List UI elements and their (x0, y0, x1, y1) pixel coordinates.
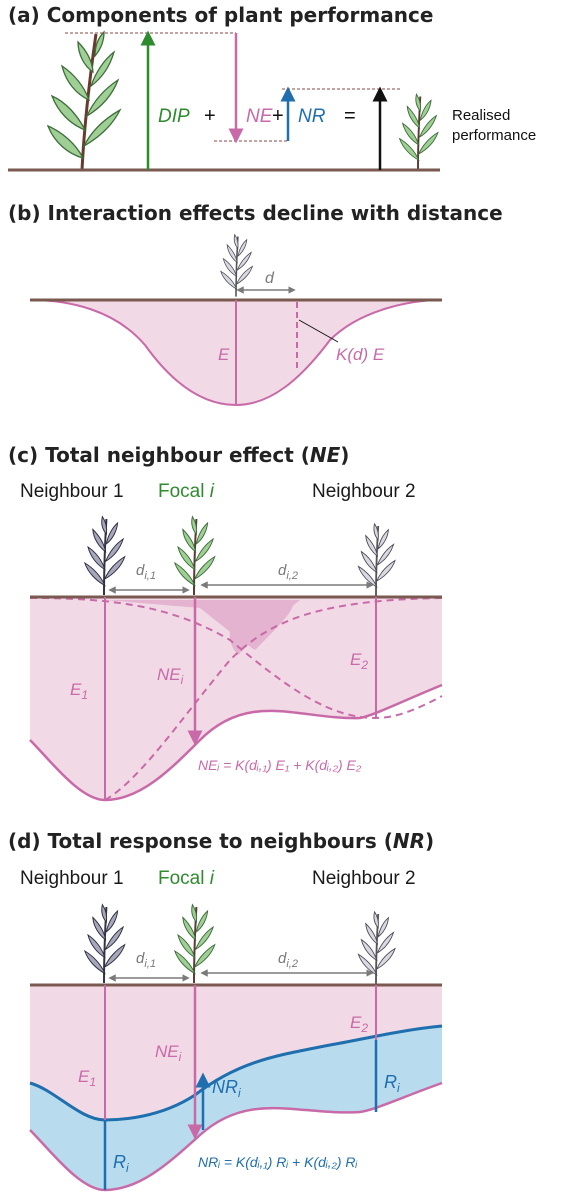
realised-label-line1: Realised (452, 107, 510, 124)
plus-sign-1: + (204, 105, 216, 127)
di1-label-c: di,1 (136, 562, 156, 582)
panel-c-title: (c) Total neighbour effect (NE) (8, 443, 349, 467)
panel-a-title: (a) Components of plant performance (8, 3, 433, 27)
neighbour-1-plant-icon-d (83, 903, 126, 985)
effect-area-d (30, 985, 442, 1120)
ne-i-label-d: NEi (155, 1042, 182, 1064)
neighbour-2-heading-d: Neighbour 2 (312, 868, 416, 889)
e1-label-d: E1 (78, 1067, 96, 1089)
nr-label: NR (298, 106, 326, 127)
plus-sign-2: + (272, 105, 284, 127)
nr-equation: NRᵢ = K(dᵢ,₁) Rᵢ + K(dᵢ,₂) Rᵢ (198, 1154, 358, 1170)
kd-label: K(d) E (336, 345, 385, 364)
kd-leader-line (298, 319, 339, 343)
di2-label-d: di,2 (278, 950, 298, 970)
small-focal-plant-icon (398, 93, 439, 170)
e2-label-d: E2 (350, 1013, 368, 1035)
overlap-effect-area-2 (229, 600, 300, 655)
dip-label: DIP (158, 106, 190, 127)
combined-effect-area (30, 597, 442, 800)
neighbour-1-heading-c: Neighbour 1 (20, 481, 124, 502)
panel-b-title: (b) Interaction effects decline with dis… (8, 201, 503, 225)
e-label: E (218, 345, 230, 364)
ne-i-label-c: NEi (157, 665, 184, 687)
focal-plant-icon-c (173, 515, 216, 597)
focal-heading-c: Focal i (158, 481, 215, 502)
neighbour1-kernel-dashed (104, 597, 443, 801)
equals-sign: = (344, 105, 356, 127)
e1-label: E1 (70, 680, 88, 702)
panel-a: (a) Components of plant performance DIP … (8, 3, 536, 172)
focal-heading-d: Focal i (158, 868, 215, 889)
emitter-plant-icon (219, 233, 254, 298)
neighbour-1-plant-icon-c (83, 515, 126, 597)
di1-label-d: di,1 (136, 950, 156, 970)
neighbour-2-heading-c: Neighbour 2 (312, 481, 416, 502)
panel-c: (c) Total neighbour effect (NE) Neighbou… (8, 443, 443, 802)
focal-plant-icon-d (173, 903, 216, 985)
r-left-label: Ri (113, 1152, 129, 1175)
tall-plant-icon (46, 30, 122, 170)
nr-i-label: NRi (212, 1077, 241, 1100)
ne-equation: NEᵢ = K(dᵢ,₁) E₁ + K(dᵢ,₂) E₂ (198, 757, 362, 773)
panel-d: (d) Total response to neighbours (NR) Ne… (8, 829, 443, 1192)
neighbour2-kernel-dashed (29, 597, 443, 720)
ne-label: NE (246, 106, 273, 127)
neighbour-1-heading-d: Neighbour 1 (20, 868, 124, 889)
r-right-label: Ri (384, 1072, 400, 1095)
panel-d-title: (d) Total response to neighbours (NR) (8, 829, 434, 853)
realised-label-line2: performance (452, 127, 536, 144)
e2-label-c: E2 (350, 650, 368, 672)
panel-b: (b) Interaction effects decline with dis… (8, 201, 503, 407)
di2-label-c: di,2 (278, 562, 298, 582)
d-label: d (265, 270, 275, 287)
response-area-d (30, 1026, 442, 1190)
